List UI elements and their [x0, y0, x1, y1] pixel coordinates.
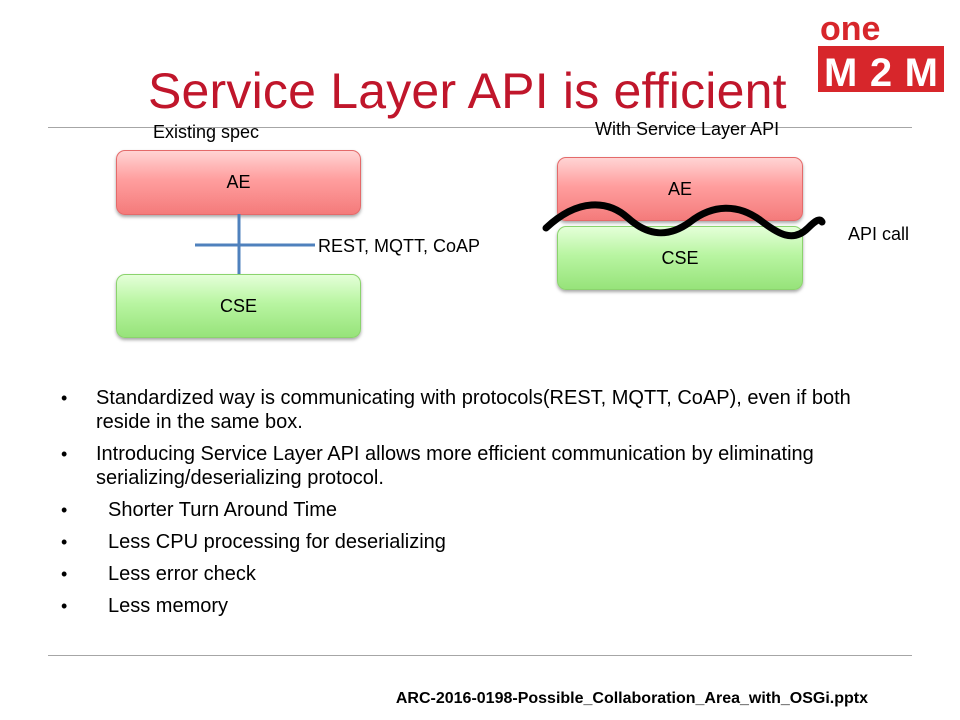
bullet-list: • Standardized way is communicating with …: [58, 386, 888, 626]
left-diagram-caption: Existing spec: [153, 122, 260, 142]
bullet-item: • Introducing Service Layer API allows mo…: [58, 442, 888, 490]
bullet-text: Less error check: [108, 563, 256, 585]
bullet-dot-icon: •: [61, 532, 68, 552]
top-divider: [48, 127, 912, 128]
right-ae-box: AE: [557, 157, 803, 221]
api-call-label: API call: [848, 224, 910, 244]
right-cse-box: CSE: [557, 226, 803, 290]
protocol-connector: [195, 214, 315, 274]
bullet-text: Standardized way is communicating with p…: [96, 387, 851, 433]
bullet-item: • Less memory: [58, 594, 888, 618]
bullet-item: • Shorter Turn Around Time: [58, 498, 888, 522]
bottom-divider: [48, 655, 912, 656]
bullet-text: Shorter Turn Around Time: [108, 499, 338, 521]
left-cse-box: CSE: [116, 274, 361, 338]
bullet-text: Less CPU processing for deserializing: [108, 531, 446, 553]
left-ae-box: AE: [116, 150, 361, 215]
footer-filename: ARC-2016-0198-Possible_Collaboration_Are…: [395, 690, 868, 707]
logo-block: [818, 46, 944, 92]
api-call-wave: [542, 201, 826, 240]
bullet-dot-icon: •: [61, 564, 68, 584]
bullet-dot-icon: •: [61, 388, 68, 408]
right-diagram-caption: With Service Layer API: [595, 119, 780, 139]
bullet-item: • Standardized way is communicating with …: [58, 386, 888, 434]
protocol-label: REST, MQTT, CoAP: [318, 236, 481, 256]
bullet-item: • Less error check: [58, 562, 888, 586]
bullet-dot-icon: •: [61, 596, 68, 616]
logo-text-one: one: [820, 10, 880, 48]
bullet-text: Introducing Service Layer API allows mor…: [96, 443, 814, 489]
bullet-dot-icon: •: [61, 444, 68, 464]
bullet-text: Less memory: [108, 595, 229, 617]
bullet-item: • Less CPU processing for deserializing: [58, 530, 888, 554]
slide-title: Service Layer API is efficient: [148, 63, 787, 119]
onem2m-logo: one M2M: [818, 10, 944, 95]
bullet-dot-icon: •: [61, 500, 68, 520]
logo-text-m2m: M2M: [824, 51, 938, 95]
